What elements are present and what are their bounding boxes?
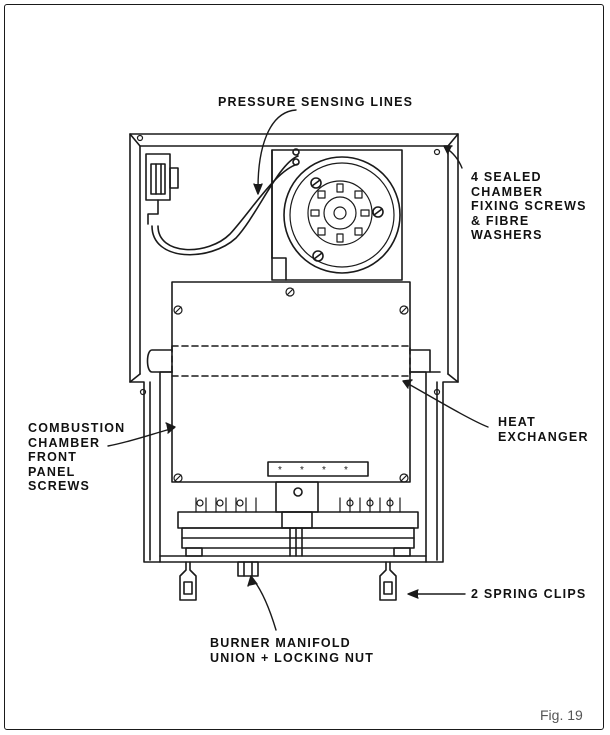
label-combustion-chamber-screws: COMBUSTION CHAMBER FRONT PANEL SCREWS — [28, 421, 126, 493]
svg-text:*: * — [278, 465, 282, 476]
fan-housing — [271, 148, 403, 281]
label-burner-manifold: BURNER MANIFOLD UNION + LOCKING NUT — [210, 636, 375, 665]
corner-fixing-screws — [136, 134, 441, 396]
outer-casing — [129, 133, 459, 563]
svg-text:*: * — [344, 465, 348, 476]
label-heat-exchanger: HEAT EXCHANGER — [498, 415, 589, 444]
figure-frame — [4, 4, 604, 730]
spring-clips — [179, 561, 397, 601]
heat-exchanger-tube — [146, 345, 441, 377]
burner-assembly — [159, 481, 427, 563]
manifold-union — [237, 561, 259, 577]
combustion-chamber-panel — [171, 281, 411, 483]
label-pressure-sensing-lines: PRESSURE SENSING LINES — [218, 95, 414, 109]
screw-strip: * * * * — [267, 461, 369, 477]
svg-text:*: * — [300, 465, 304, 476]
figure-caption: Fig. 19 — [540, 707, 583, 723]
pressure-sensing-tubes — [151, 155, 299, 256]
label-spring-clips: 2 SPRING CLIPS — [471, 587, 587, 601]
pressure-switch — [145, 153, 179, 225]
svg-text:*: * — [322, 465, 326, 476]
leader-lines — [107, 109, 489, 631]
label-sealed-chamber-screws: 4 SEALED CHAMBER FIXING SCREWS & FIBRE W… — [471, 170, 587, 242]
